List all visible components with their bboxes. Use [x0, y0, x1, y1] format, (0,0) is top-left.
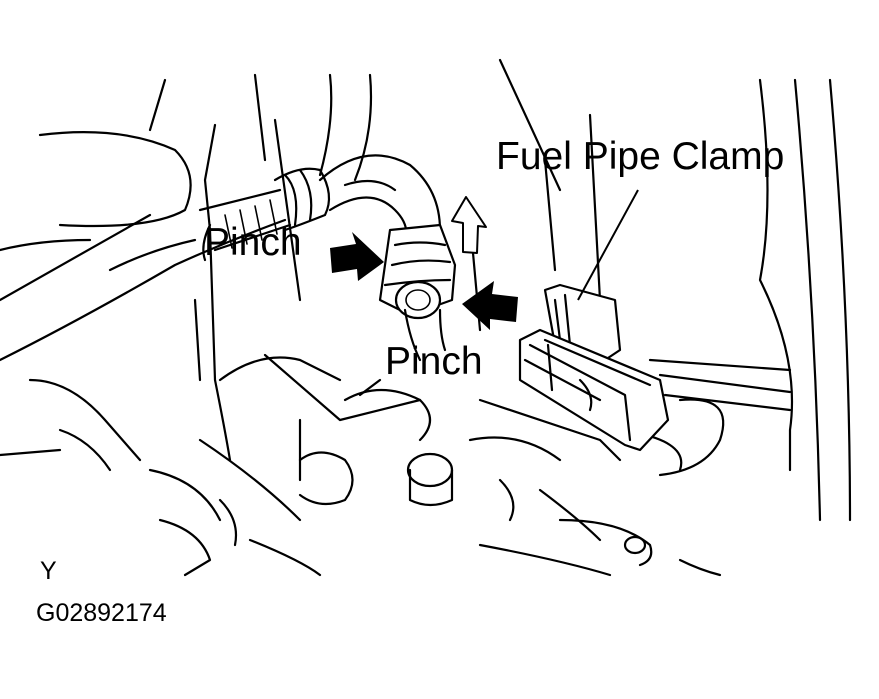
pinch-label-lower: Pinch — [385, 340, 483, 383]
view-code-label: Y — [40, 557, 57, 585]
pinch-arrow-lower — [462, 281, 518, 330]
figure-id-label: G02892174 — [36, 599, 167, 627]
fuel-pipe-clamp-drawing — [518, 283, 670, 452]
pinch-label-upper: Pinch — [204, 221, 302, 264]
clamp-leader-line — [577, 189, 639, 301]
fuel-pipe-clamp-label: Fuel Pipe Clamp — [496, 135, 785, 178]
release-direction-arrow — [451, 196, 487, 254]
engine-background — [0, 58, 852, 577]
pinch-arrow-upper — [330, 232, 384, 281]
